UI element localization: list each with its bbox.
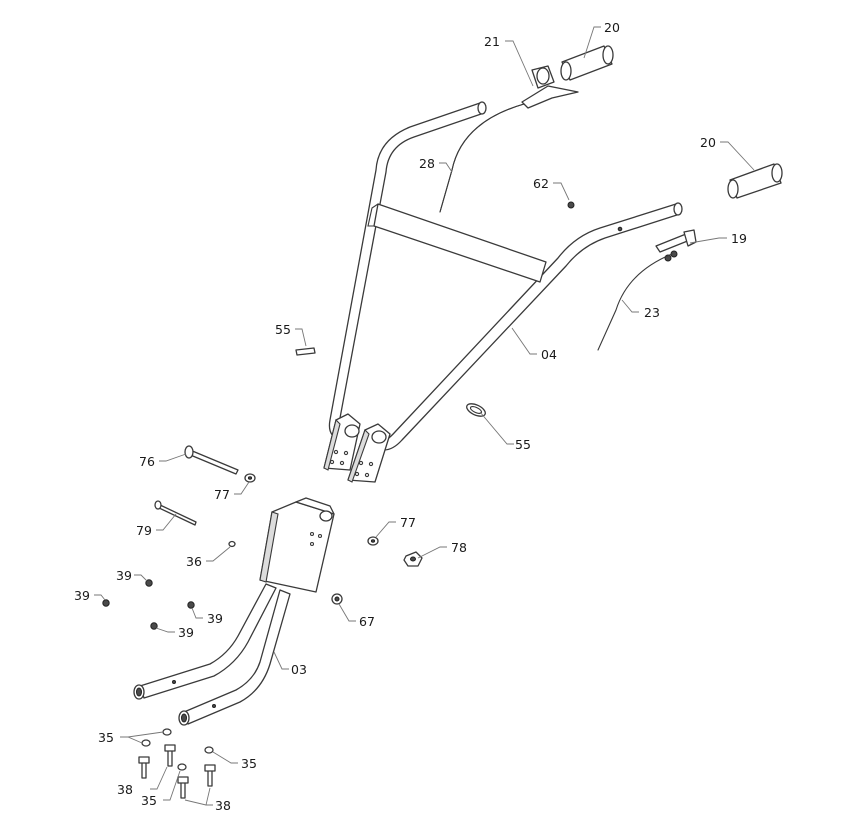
washer-77-right (367, 536, 379, 546)
upper-handlebar-frame-04 (323, 101, 683, 483)
callout-62: 62 (533, 176, 549, 191)
callout-39-d: 39 (178, 625, 194, 640)
callout-20-top: 20 (604, 20, 620, 35)
bolt-38-d (177, 776, 189, 799)
clutch-lever-19 (655, 229, 697, 262)
bolt-38-a (138, 756, 150, 779)
callout-38-b: 38 (215, 798, 231, 813)
callout-36: 36 (186, 554, 202, 569)
callout-20-right: 20 (700, 135, 716, 150)
callout-78: 78 (451, 540, 467, 555)
bolt-38-b (164, 744, 176, 767)
callout-28: 28 (419, 156, 435, 171)
callout-79: 79 (136, 523, 152, 538)
bolt-79 (154, 500, 197, 526)
bolt-38-c (204, 764, 216, 787)
callout-39-b: 39 (74, 588, 90, 603)
nut-39-d (150, 622, 158, 630)
nut-62 (567, 201, 575, 209)
callout-labels: 20 21 20 62 28 19 23 55 04 55 76 77 79 7… (74, 20, 747, 813)
lower-frame-03 (133, 497, 335, 726)
washer-77-left (244, 473, 256, 483)
callout-35-c: 35 (241, 756, 257, 771)
callout-03: 03 (291, 662, 307, 677)
washer-35-a (162, 728, 172, 736)
callout-23: 23 (644, 305, 660, 320)
throttle-lever-21 (521, 65, 579, 109)
nut-39-a (145, 579, 153, 587)
callout-77-left: 77 (214, 487, 230, 502)
callout-55-pin: 55 (275, 322, 291, 337)
nut-67 (331, 593, 343, 605)
callout-21: 21 (484, 34, 500, 49)
callout-55-clip: 55 (515, 437, 531, 452)
callout-67: 67 (359, 614, 375, 629)
callout-77-right: 77 (400, 515, 416, 530)
bolt-76 (184, 445, 239, 475)
callout-35-a: 35 (98, 730, 114, 745)
callout-19: 19 (731, 231, 747, 246)
callout-35-b: 35 (141, 793, 157, 808)
clutch-cable-23 (597, 253, 673, 351)
nut-39-c (187, 601, 195, 609)
hand-grip-20-top (560, 45, 614, 81)
callout-04: 04 (541, 347, 557, 362)
leader-lines (94, 26, 755, 806)
washer-35-b (141, 739, 151, 747)
pin-55 (295, 347, 316, 356)
callout-76: 76 (139, 454, 155, 469)
washer-35-c (177, 763, 187, 771)
nut-78 (403, 551, 423, 567)
hand-grip-20-right (727, 163, 783, 199)
callout-39-a: 39 (116, 568, 132, 583)
nut-39-b (102, 599, 110, 607)
washer-35-d (204, 746, 214, 754)
callout-38-a: 38 (117, 782, 133, 797)
callout-39-c: 39 (207, 611, 223, 626)
washer-36 (228, 540, 236, 548)
